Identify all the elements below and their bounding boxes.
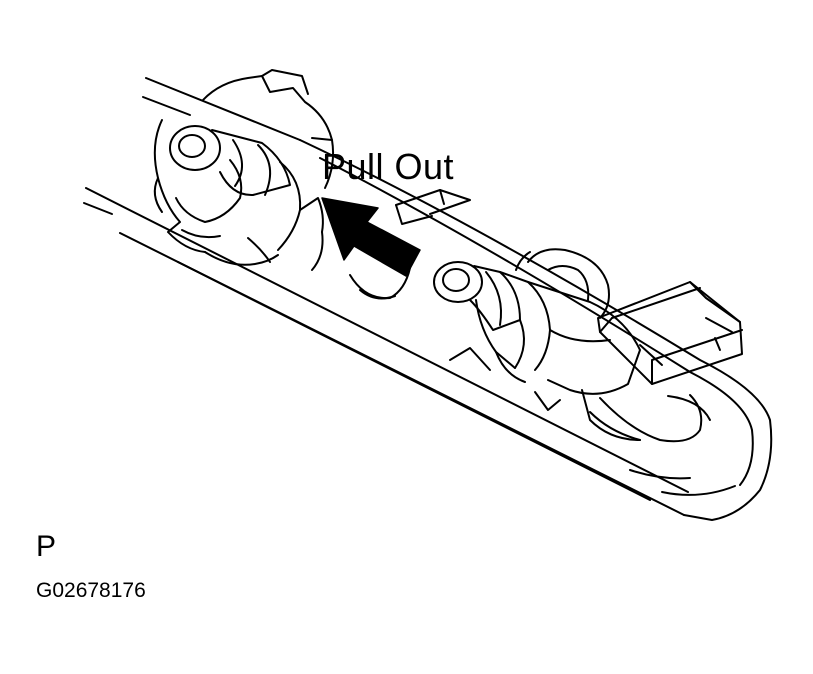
fuel-rail bbox=[83, 77, 773, 521]
rail-detail-lines bbox=[449, 347, 736, 496]
figure-id-label: G02678176 bbox=[36, 579, 146, 602]
pull-out-callout: Pull Out bbox=[322, 146, 455, 187]
figure-letter-label: P bbox=[36, 530, 57, 563]
injector-seat-ring bbox=[515, 248, 610, 319]
rail-clip bbox=[349, 189, 471, 300]
pull-direction-arrow bbox=[321, 197, 421, 277]
injector-connector bbox=[597, 281, 743, 385]
removed-injector bbox=[153, 69, 335, 271]
installed-injector bbox=[433, 261, 711, 443]
